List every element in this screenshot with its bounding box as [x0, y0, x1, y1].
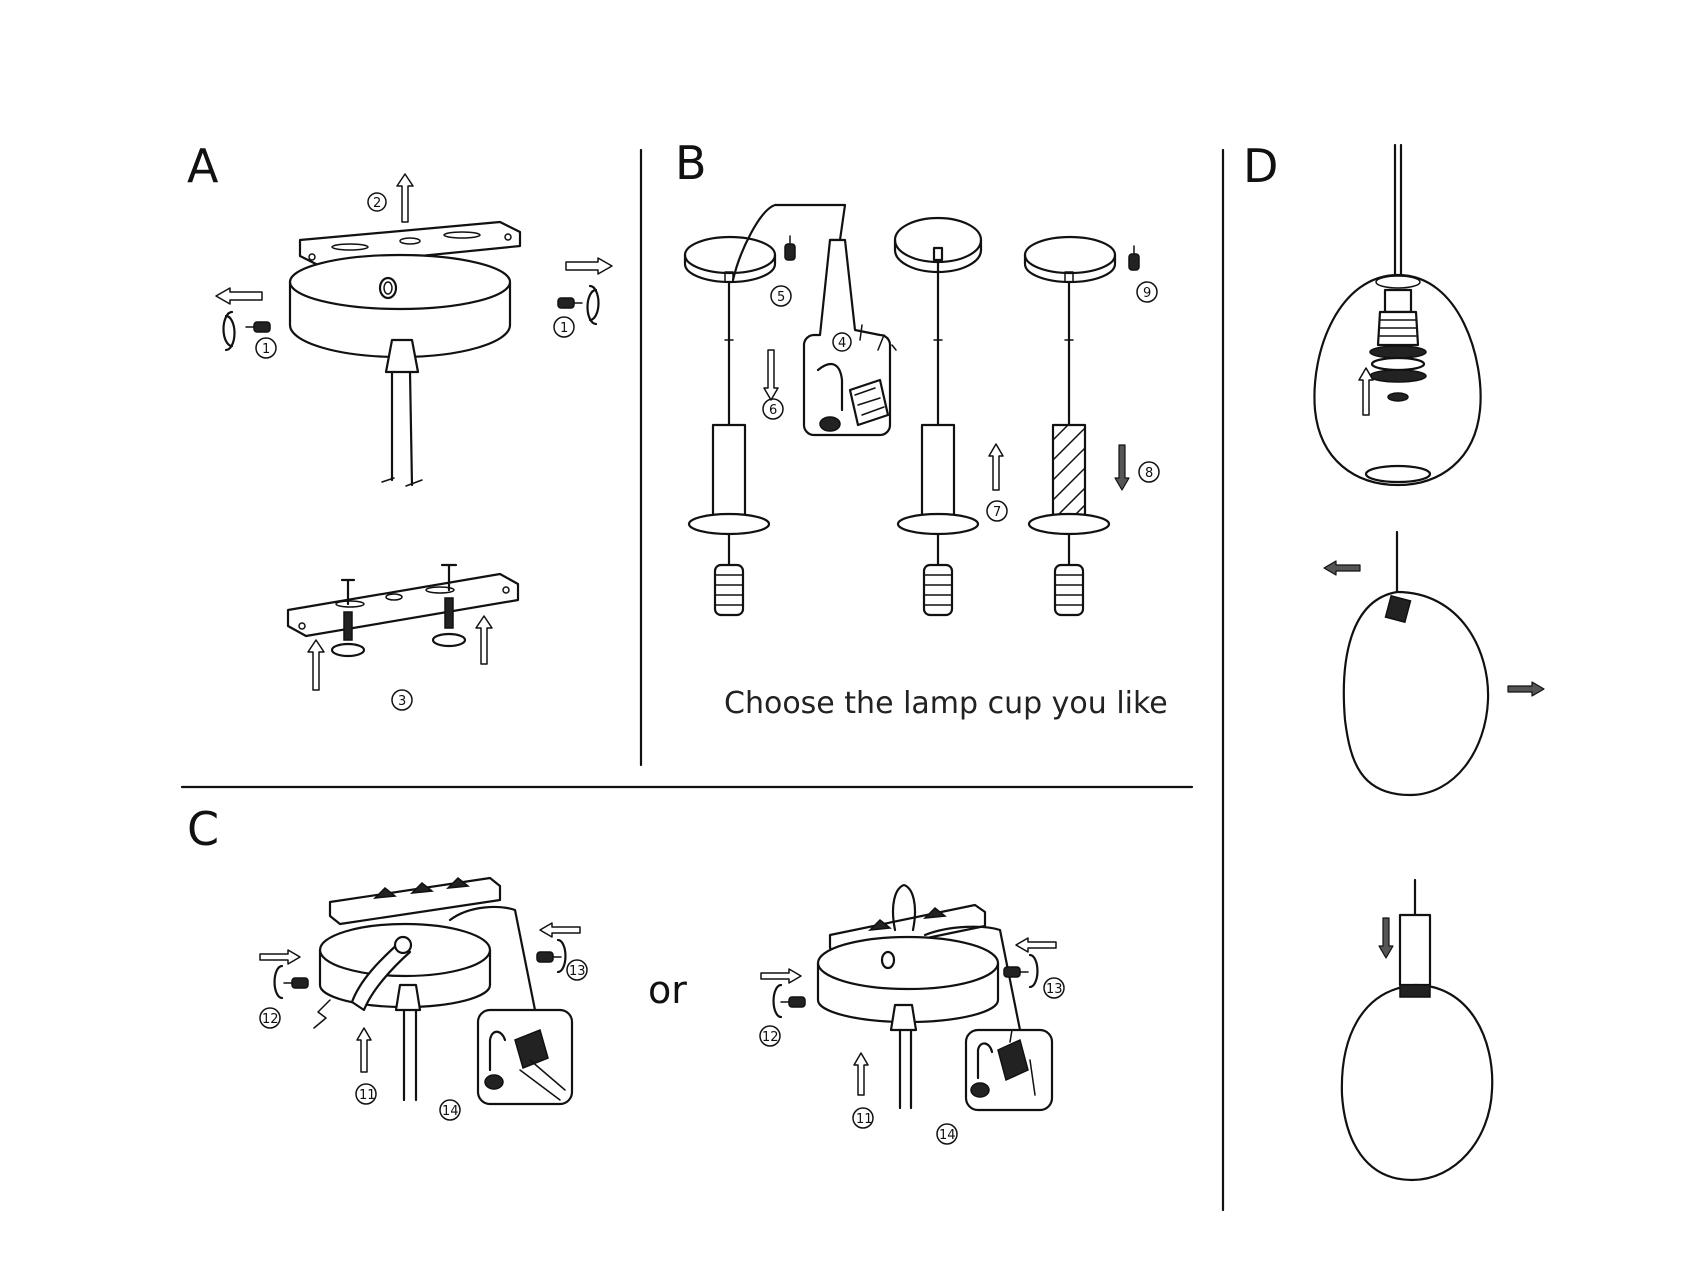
svg-text:4: 4 — [838, 336, 846, 351]
panel-letter-b: B — [675, 136, 707, 190]
svg-text:7: 7 — [993, 505, 1001, 520]
svg-text:14: 14 — [442, 1104, 459, 1119]
svg-text:12: 12 — [262, 1012, 279, 1027]
panel-letter-a: A — [187, 139, 219, 193]
svg-text:14: 14 — [939, 1128, 956, 1143]
svg-text:8: 8 — [1145, 466, 1153, 481]
panel-a-drawing: 2 1 1 — [215, 173, 613, 711]
panel-c-drawing: 12 13 11 14 — [259, 876, 1065, 1145]
svg-text:9: 9 — [1143, 286, 1151, 301]
svg-text:1: 1 — [560, 321, 568, 336]
svg-text:2: 2 — [373, 196, 381, 211]
svg-text:1: 1 — [262, 342, 270, 357]
lamp-cup-caption: Choose the lamp cup you like — [724, 686, 1168, 721]
svg-text:6: 6 — [769, 403, 777, 418]
panel-letter-d: D — [1243, 139, 1279, 193]
svg-text:11: 11 — [856, 1112, 873, 1127]
svg-text:3: 3 — [398, 694, 406, 709]
svg-text:13: 13 — [569, 964, 586, 979]
svg-text:13: 13 — [1046, 982, 1063, 997]
panel-b-drawing: 5 6 4 7 — [683, 203, 1160, 617]
panel-letter-c: C — [187, 802, 220, 856]
svg-text:5: 5 — [777, 290, 785, 305]
or-separator: or — [648, 968, 687, 1012]
svg-text:12: 12 — [762, 1030, 779, 1045]
panel-d-drawing — [1313, 143, 1545, 1182]
svg-text:11: 11 — [359, 1088, 376, 1103]
